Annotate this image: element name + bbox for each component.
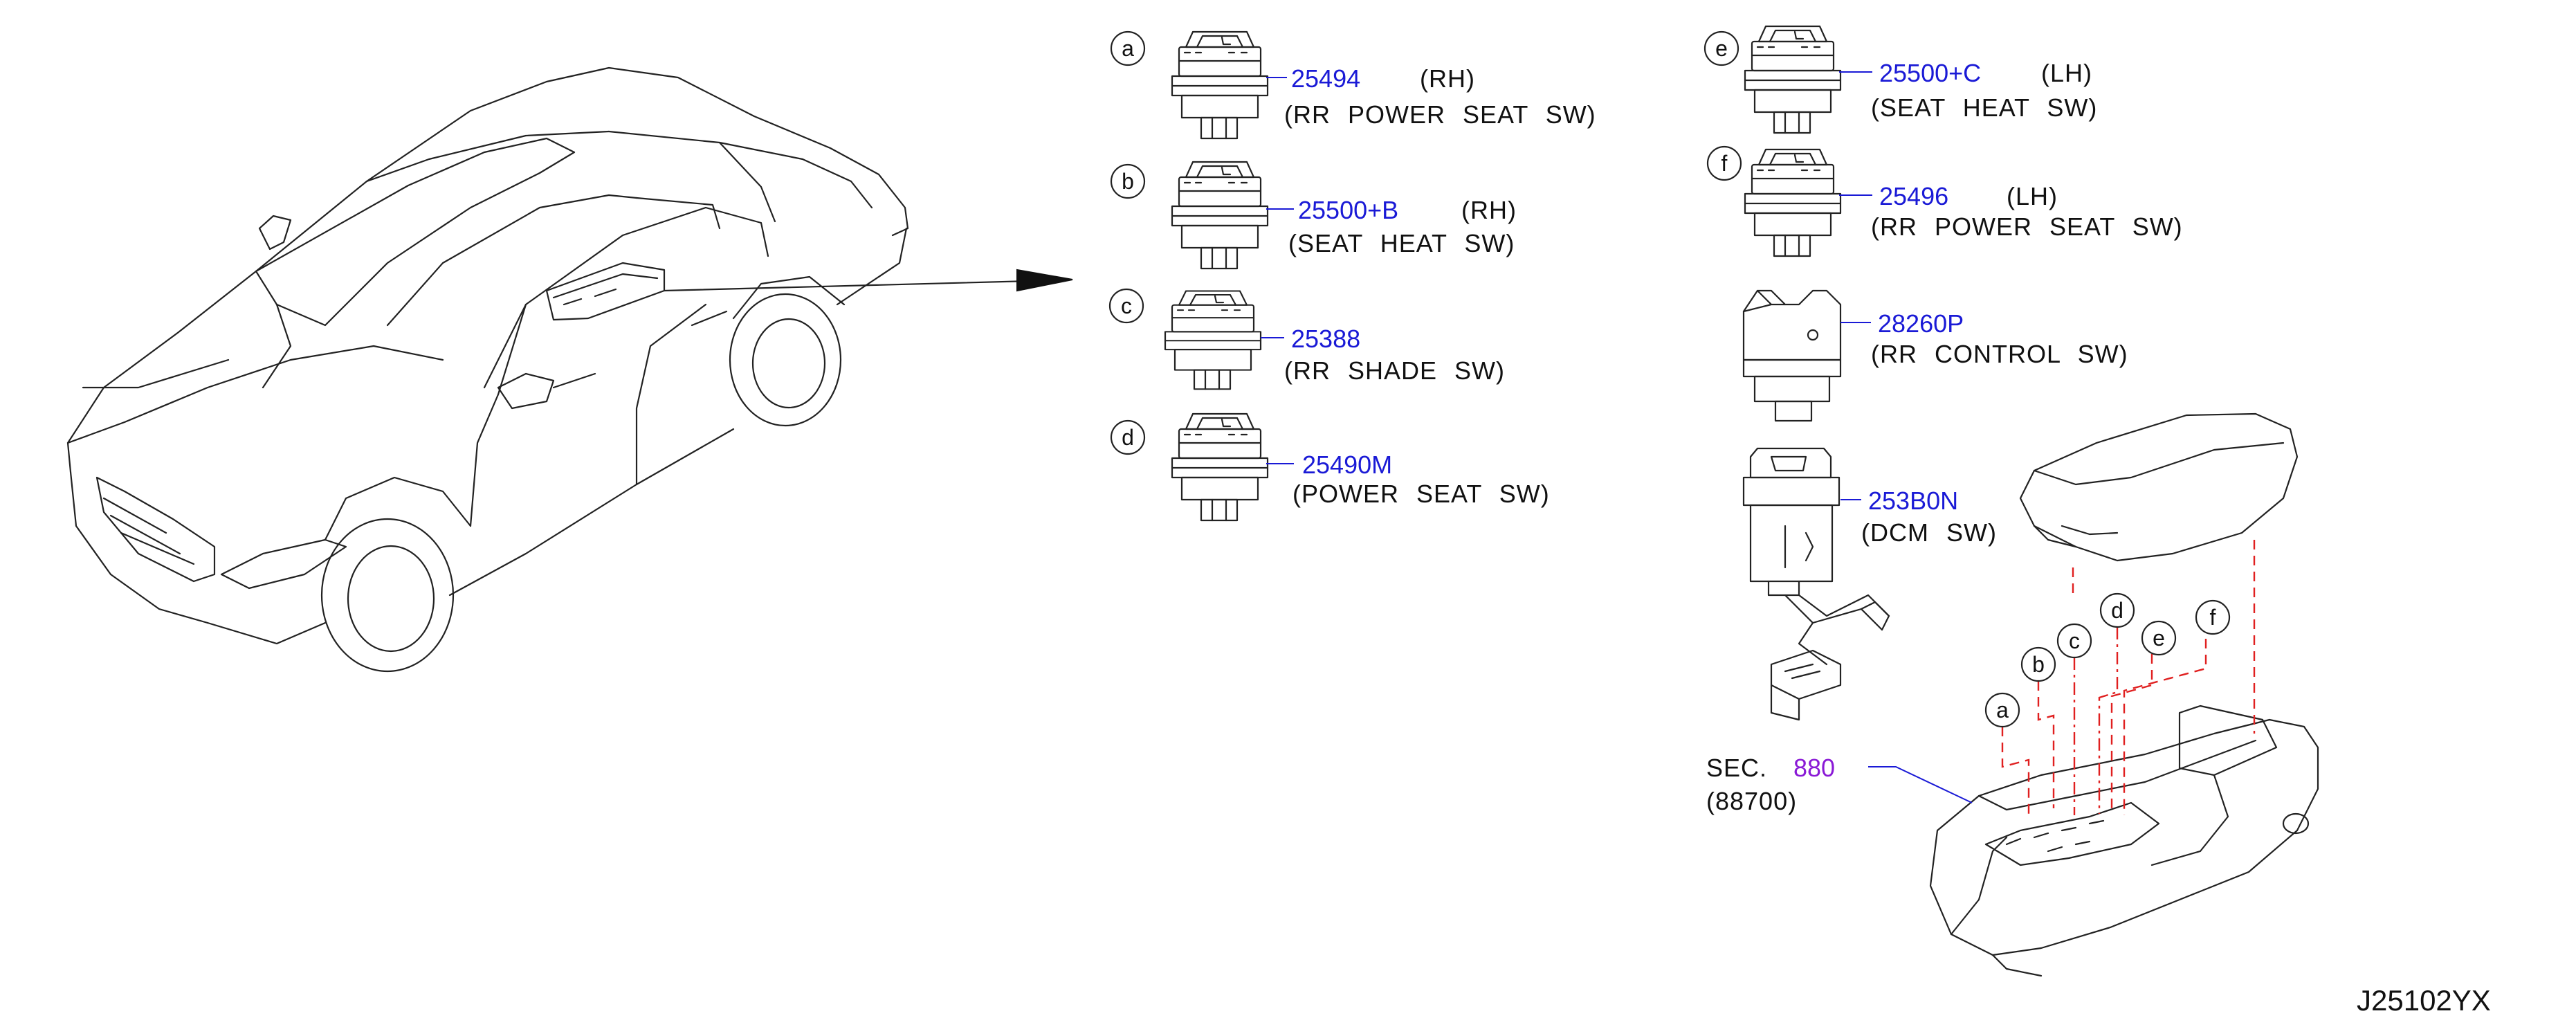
svg-text:d: d [2111,598,2123,623]
part-label-c: 25388 (RR SHADE SW) [1284,325,1505,385]
svg-text:a: a [1122,36,1134,61]
switch-f-icon [1744,148,1842,257]
svg-text:28260P: 28260P [1878,309,1964,338]
console-callout-e: e [2141,620,2177,656]
callout-d: d [1110,419,1146,455]
switch-a-icon [1171,30,1269,140]
console-callout-f: f [2195,599,2231,635]
armrest-lid [2019,412,2299,562]
svg-text:(SEAT HEAT SW): (SEAT HEAT SW) [1288,229,1515,257]
section-reference: SEC. 880 (88700) [1706,754,1835,815]
svg-text:(POWER SEAT SW): (POWER SEAT SW) [1292,480,1550,508]
rr-control-switch-icon [1742,289,1842,422]
svg-text:b: b [1122,169,1134,194]
part-number-leaders [1261,71,1973,803]
svg-text:e: e [1715,36,1728,61]
svg-text:(DCM SW): (DCM SW) [1861,518,1997,547]
svg-text:253B0N: 253B0N [1868,487,1958,515]
part-label-b: 25500+B (RH) (SEAT HEAT SW) [1288,196,1517,257]
svg-text:(LH): (LH) [2007,182,2058,210]
part-label-e: 25500+C (LH) (SEAT HEAT SW) [1871,59,2097,122]
svg-text:SEC.: SEC. [1706,754,1767,782]
callout-c: c [1108,288,1144,324]
part-label-d: 25490M (POWER SEAT SW) [1292,451,1550,508]
svg-text:(88700): (88700) [1706,787,1797,815]
part-label-a: 25494 (RH) (RR POWER SEAT SW) [1284,64,1596,129]
svg-text:(RH): (RH) [1461,196,1517,224]
console-callout-d: d [2099,592,2135,628]
switch-c-icon [1164,290,1262,390]
switch-b-icon [1171,161,1269,270]
dcm-switch-icon [1742,447,1890,721]
svg-text:a: a [1996,698,2009,722]
callout-e: e [1703,30,1739,66]
console-box [1929,705,2319,977]
part-label-dcm: 253B0N (DCM SW) [1861,487,1997,547]
svg-text:(RH): (RH) [1420,64,1475,93]
svg-text:c: c [1121,293,1132,318]
switch-d-icon [1171,412,1269,522]
svg-text:(RR SHADE SW): (RR SHADE SW) [1284,356,1505,385]
part-label-rr-control: 28260P (RR CONTROL SW) [1871,309,2128,368]
console-callout-c: c [2056,623,2092,659]
callout-a: a [1110,30,1146,66]
svg-text:(SEAT HEAT SW): (SEAT HEAT SW) [1871,93,2097,122]
console-callout-b: b [2020,646,2056,682]
svg-text:f: f [2210,605,2216,630]
callout-f: f [1706,145,1742,181]
svg-text:(RR POWER SEAT SW): (RR POWER SEAT SW) [1284,100,1596,129]
svg-text:25496: 25496 [1879,182,1948,210]
svg-text:b: b [2032,652,2045,677]
vehicle-illustration [66,66,1073,673]
svg-text:(RR CONTROL SW): (RR CONTROL SW) [1871,340,2128,368]
svg-text:f: f [1721,151,1728,176]
console-callout-a: a [1984,692,2020,728]
svg-text:c: c [2069,628,2080,653]
svg-text:(LH): (LH) [2041,59,2092,87]
svg-text:d: d [1122,425,1134,450]
svg-text:(RR POWER SEAT SW): (RR POWER SEAT SW) [1871,212,2183,241]
svg-text:25388: 25388 [1291,325,1360,353]
part-label-f: 25496 (LH) (RR POWER SEAT SW) [1871,182,2183,241]
svg-text:e: e [2153,626,2165,651]
svg-text:25500+B: 25500+B [1298,196,1398,224]
svg-text:25494: 25494 [1291,64,1360,93]
svg-text:880: 880 [1793,754,1835,782]
callout-b: b [1110,163,1146,199]
switch-e-icon [1744,25,1842,134]
assembly-leader-lines [2001,540,2256,817]
diagram-id: J25102YX [2357,984,2491,1017]
svg-text:25490M: 25490M [1302,451,1392,479]
svg-text:25500+C: 25500+C [1879,59,1981,87]
